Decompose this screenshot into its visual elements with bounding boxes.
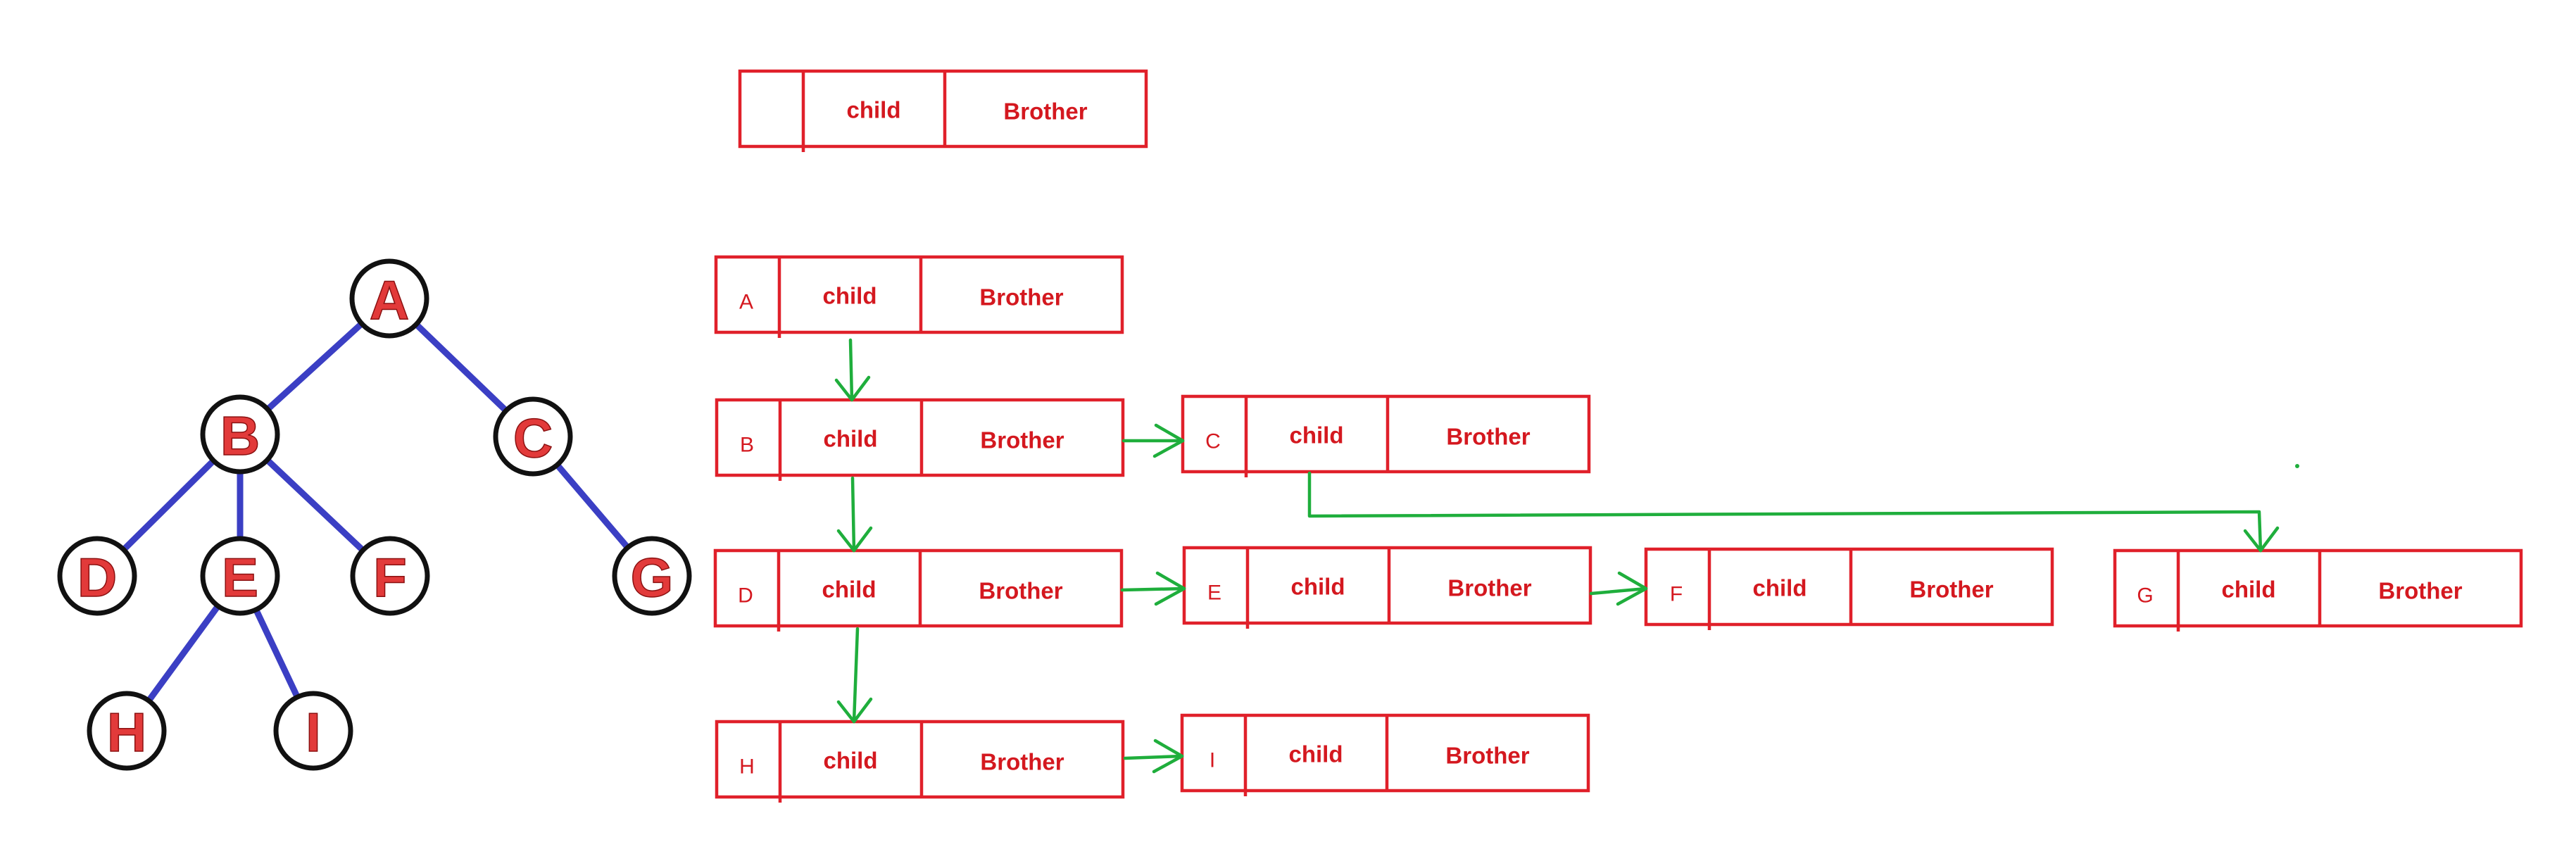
record-name: I: [1210, 749, 1215, 772]
link-B-C-brother-head: [1152, 423, 1185, 458]
tree-node-D: D: [57, 536, 137, 616]
link-D-H-child: [852, 627, 860, 724]
record-child-field: child: [1289, 422, 1343, 448]
tree-node-circle: [350, 536, 430, 616]
record-child-field: child: [823, 426, 877, 452]
record-name: H: [739, 755, 755, 779]
record-child-field: child: [2221, 577, 2275, 603]
tree-nodes: A B C D E F G H I: [57, 258, 692, 771]
tree-node-circle: [57, 536, 137, 616]
tree-node-label: B: [220, 405, 260, 467]
tree-node-label: C: [513, 407, 553, 469]
record-child-field: child: [822, 283, 877, 309]
link-H-I-brother-head: [1152, 739, 1184, 774]
tree-node-circle: [612, 536, 692, 616]
record-frame: [714, 255, 1124, 334]
tree-node-circle: [87, 691, 167, 771]
record-name: G: [2137, 584, 2153, 608]
record-child-field: child: [1288, 741, 1343, 767]
tree-node-label: H: [107, 701, 146, 763]
record-child-field: child: [846, 97, 900, 123]
link-A-B-child: [848, 338, 854, 402]
tree-node-label: F: [373, 546, 407, 608]
record-brother-field: Brother: [979, 578, 1062, 604]
link-C-G-child: [1307, 471, 2263, 553]
tree-node-I: I: [273, 691, 353, 771]
record-name: A: [739, 291, 753, 314]
tree-node-A: A: [349, 258, 429, 339]
tree-node-E: E: [200, 536, 280, 616]
tree-node-B: B: [200, 394, 280, 475]
tree-node-C: C: [493, 396, 573, 477]
record-child-field: child: [1290, 574, 1345, 600]
link-D-E-brother: [1120, 586, 1186, 592]
tree-edges: [94, 295, 655, 734]
record-name: F: [1670, 583, 1683, 606]
tree-node-F: F: [350, 536, 430, 616]
link-E-F-brother: [1589, 586, 1648, 596]
tree-node-label: I: [306, 701, 321, 763]
record-brother-field: Brother: [980, 749, 1064, 775]
record-brother-field: Brother: [1447, 575, 1531, 601]
record-frame: [715, 720, 1125, 799]
link-E-F-brother-head: [1616, 571, 1648, 606]
record-frame: [713, 548, 1124, 628]
record-name: D: [738, 584, 753, 608]
tree-node-H: H: [87, 691, 167, 771]
link-B-D-child-head: [836, 526, 873, 553]
link-D-E-brother-head: [1154, 571, 1186, 606]
record-name: C: [1205, 430, 1221, 453]
tree-node-G: G: [612, 536, 692, 616]
record-frame: [715, 398, 1125, 477]
tree-node-circle: [349, 258, 429, 339]
tree-node-label: A: [370, 269, 409, 331]
tree-node-circle: [200, 394, 280, 475]
link-H-I-brother: [1123, 754, 1184, 760]
link-C-G-child-head: [2243, 526, 2280, 553]
tree-node-label: D: [77, 546, 117, 608]
tree-node-label: E: [222, 546, 258, 608]
record-frame: [2113, 548, 2523, 628]
record-brother-field: Brother: [1909, 577, 1993, 603]
record-frame: [1181, 394, 1591, 474]
record-brother-field: Brother: [1446, 424, 1530, 450]
record-brother-field: Brother: [979, 284, 1063, 310]
tree-node-circle: [200, 536, 280, 616]
link-A-B-child-head: [834, 375, 871, 402]
record-name: B: [740, 434, 754, 457]
tree-node-circle: [273, 691, 353, 771]
link-B-D-child: [850, 476, 856, 553]
record-frame: [1182, 546, 1592, 625]
record-brother-field: Brother: [1445, 743, 1529, 769]
record-frame: [1180, 713, 1590, 793]
record-child-field: child: [823, 748, 877, 774]
record-child-field: child: [822, 577, 876, 603]
tree-node-circle: [493, 396, 573, 477]
record-brother-field: Brother: [980, 427, 1064, 453]
stray-dot: [2295, 464, 2299, 468]
record-brother-field: Brother: [1003, 99, 1087, 125]
link-D-H-child-head: [836, 697, 873, 724]
record-name: E: [1207, 582, 1221, 605]
record-brother-field: Brother: [2378, 578, 2462, 604]
record-frame: [738, 69, 1148, 149]
record-legend: child Brother: [738, 69, 1148, 152]
record-links: [834, 338, 2299, 774]
record-child-field: child: [1752, 575, 1807, 601]
tree-node-label: G: [631, 546, 674, 608]
